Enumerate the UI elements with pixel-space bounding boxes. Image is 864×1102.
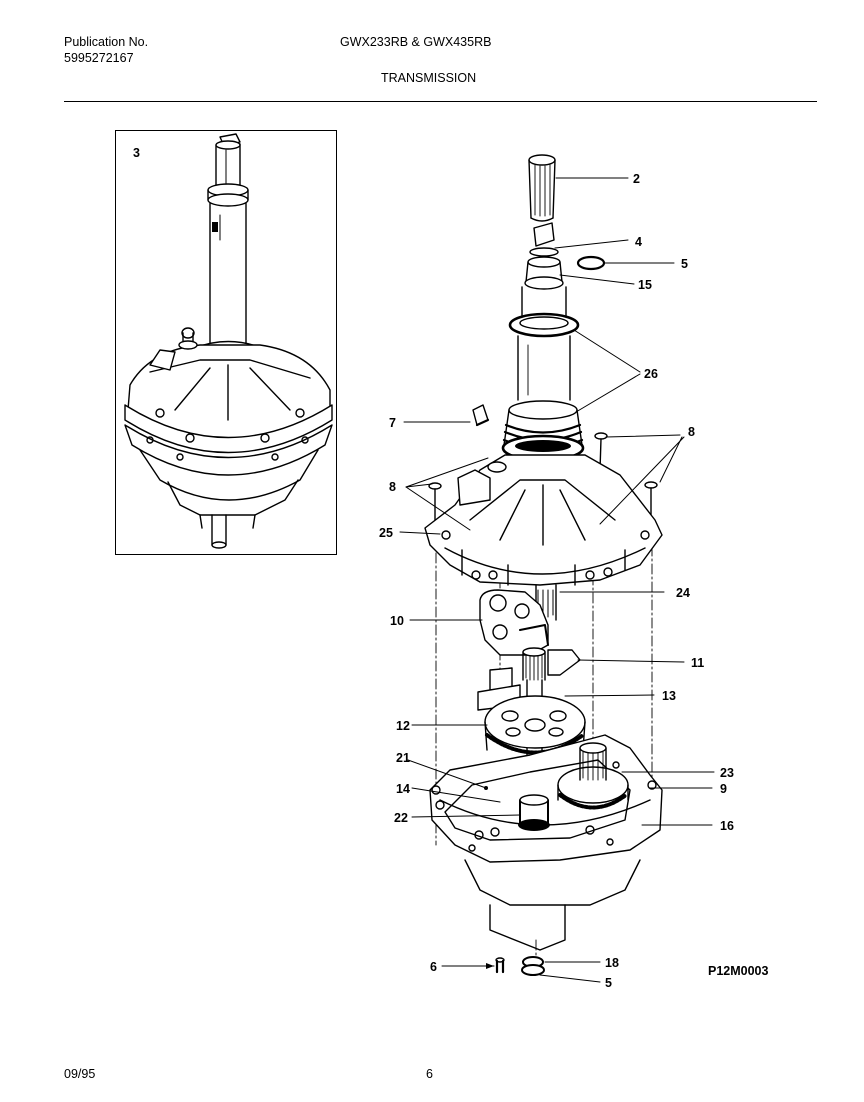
- publication-label: Publication No.: [64, 35, 149, 49]
- top-housing-part-25: [424, 454, 663, 586]
- lower-housing-part-9-16: [429, 734, 663, 951]
- assembled-transmission-illustration: [124, 133, 333, 549]
- callout-23: 23: [720, 766, 734, 780]
- callout-9: 9: [720, 782, 727, 796]
- callout-14: 14: [396, 782, 410, 796]
- page-number: 6: [426, 1067, 433, 1081]
- callout-26: 26: [644, 367, 658, 381]
- inset-label: 3: [133, 146, 140, 160]
- assembled-view-frame: [115, 130, 337, 555]
- model-numbers: GWX233RB & GWX435RB: [340, 35, 492, 49]
- large-gear-part-12-13: [484, 695, 586, 755]
- callout-16: 16: [720, 819, 734, 833]
- callout-22: 22: [394, 811, 408, 825]
- footer-date: 09/95: [64, 1067, 96, 1081]
- header-rule: [64, 101, 817, 102]
- drawing-code: P12M0003: [708, 964, 769, 978]
- drain-screw-seal-6-18-5: [495, 956, 545, 976]
- leader-arrowheads: [484, 786, 494, 969]
- callout-7: 7: [389, 416, 396, 430]
- agitate-shaft: [501, 286, 585, 462]
- plug-part-7: [472, 404, 490, 427]
- callout-4: 4: [635, 235, 642, 249]
- callout-5-top: 5: [681, 257, 688, 271]
- spline-shaft-part-2: [528, 154, 556, 247]
- callout-25: 25: [379, 526, 393, 540]
- callout-18: 18: [605, 956, 619, 970]
- callout-numbers: 2 4 5 15 26 7 8 8 25 24 10 11 13 12 21 2…: [379, 172, 769, 990]
- publication-number: 5995272167: [64, 51, 134, 65]
- page-title: TRANSMISSION: [381, 71, 477, 85]
- callout-11: 11: [691, 656, 704, 670]
- callout-2: 2: [633, 172, 640, 186]
- callout-24: 24: [676, 586, 690, 600]
- callout-10: 10: [390, 614, 404, 628]
- callout-8-left: 8: [389, 480, 396, 494]
- callout-8-right: 8: [688, 425, 695, 439]
- retaining-rings-4-5-15: [524, 247, 606, 290]
- callout-13: 13: [662, 689, 676, 703]
- leader-lines: [399, 177, 715, 983]
- callout-21: 21: [396, 751, 410, 765]
- callout-15: 15: [638, 278, 652, 292]
- callout-12: 12: [396, 719, 410, 733]
- gears-part-10-24: [479, 584, 557, 691]
- callout-6: 6: [430, 960, 437, 974]
- callout-5-bottom: 5: [605, 976, 612, 990]
